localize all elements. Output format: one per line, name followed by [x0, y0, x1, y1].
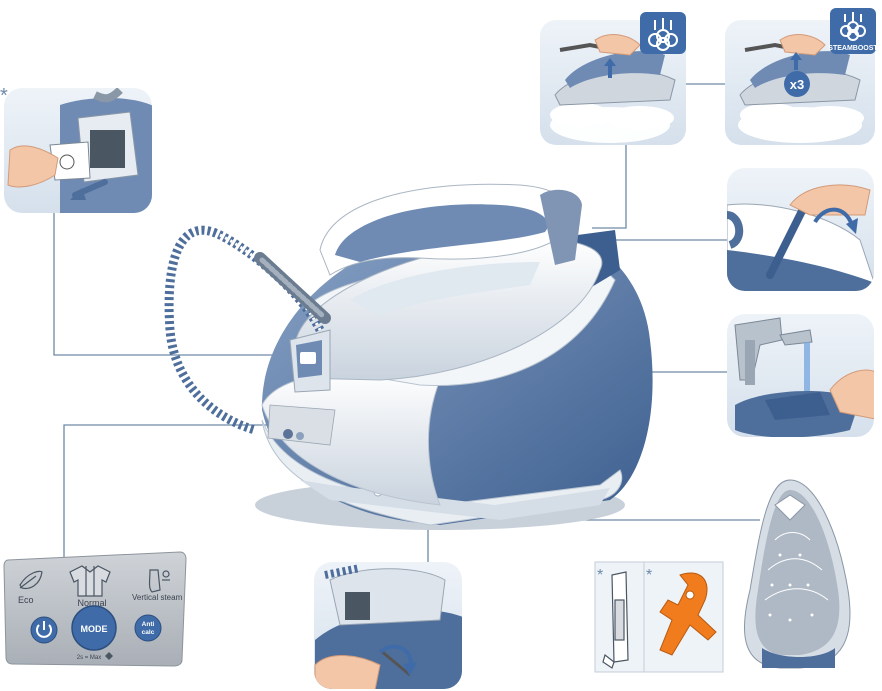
anti-calc-button[interactable]: Anti calc [134, 614, 162, 642]
descale-tool-icon [602, 571, 629, 669]
normal-clothes-icon [69, 565, 111, 597]
mode-button[interactable]: MODE [71, 605, 117, 651]
detail-tank-lid [727, 168, 874, 291]
detail-base [314, 562, 462, 689]
mode-normal-label: Normal [77, 598, 106, 608]
anti-calc-label-line2: calc [142, 629, 155, 636]
power-button[interactable] [30, 616, 58, 644]
steam-generator [164, 183, 653, 530]
x3-badge [784, 71, 810, 97]
asterisk-top-left: * [0, 85, 8, 107]
steam-cloud-icon [648, 18, 678, 51]
steam-x3-label: x3 [790, 77, 804, 92]
orange-clip-icon [659, 572, 717, 656]
soleplate-view [744, 479, 851, 669]
leader-line-descale [53, 213, 300, 356]
eco-leaf-icon [19, 570, 43, 590]
mode-vertical-steam-label: Vertical steam [132, 593, 183, 602]
curved-arrow-icon [813, 207, 854, 226]
steam-badge [640, 12, 686, 54]
steamboost-cloud-icon [840, 12, 866, 41]
pull-arrow-icon [70, 188, 86, 200]
leader-line-steam [592, 145, 627, 229]
detail-steam [540, 12, 686, 145]
vertical-steam-icon [148, 569, 170, 593]
detail-tank-fill [727, 314, 874, 437]
detail-steam-boost: x3 STEAMBOOST [725, 8, 878, 145]
hold-max-label: 2s = Max [77, 655, 102, 661]
power-icon [36, 621, 52, 638]
control-panel-detail: Eco Normal Vertical steam MODE Anti calc… [3, 551, 187, 667]
detail-descale: * [0, 85, 152, 213]
asterisk-accessory-2: * [646, 567, 652, 584]
accessory-panel: * * [594, 561, 724, 673]
anti-calc-label-line1: Anti [142, 621, 155, 628]
steamboost-label: STEAMBOOST [828, 45, 878, 52]
mode-button-label: MODE [81, 624, 108, 634]
max-steam-icon [105, 652, 113, 660]
mode-eco-label: Eco [18, 595, 34, 605]
asterisk-accessory-1: * [597, 567, 603, 584]
leader-line-control-panel [63, 424, 270, 562]
